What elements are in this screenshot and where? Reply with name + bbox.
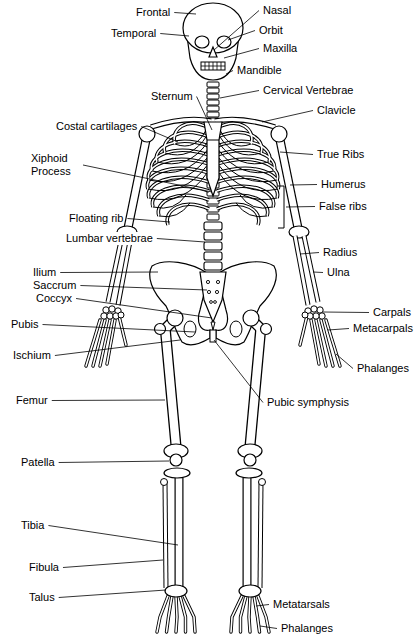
leader-line (59, 461, 169, 463)
bone-label: Mandible (236, 64, 283, 77)
leader-line (313, 272, 323, 274)
bone-label: Metatarsals (272, 598, 331, 611)
leader-line (286, 206, 315, 208)
leader-line (60, 272, 158, 274)
leader-line (83, 165, 212, 192)
bone-label: Talus (28, 591, 56, 604)
sternum (204, 122, 222, 196)
leader-line (52, 400, 165, 402)
bone-label: Frontal (135, 6, 171, 19)
leader-line (228, 31, 255, 41)
leader-line (214, 11, 259, 51)
bone-label: Lumbar vertebrae (65, 232, 154, 245)
leader-line (262, 111, 313, 123)
leader-line (76, 299, 212, 319)
leader-line (300, 253, 319, 255)
bone-label: Femur (15, 394, 49, 407)
bone-label: Carpals (372, 306, 412, 319)
bone-label: Xiphoid Process (30, 152, 80, 178)
bone-label: Ulna (326, 266, 351, 279)
lumbar-spine (204, 222, 222, 270)
leader-line (48, 526, 178, 546)
bone-label: Metacarpals (352, 322, 414, 335)
bone-label: Tibia (20, 519, 45, 532)
leader-line (80, 286, 207, 291)
bone-label: Pubis (10, 318, 40, 331)
leader-line (214, 340, 263, 403)
leader-line (280, 152, 313, 155)
bone-label: Orbit (258, 24, 284, 37)
leader-line (290, 184, 317, 186)
leader-line (63, 560, 163, 568)
leader-line (224, 49, 259, 59)
bone-label: Ischium (12, 349, 52, 362)
false-ribs-bracket (278, 186, 284, 228)
bone-label: Radius (322, 246, 358, 259)
leader-line (197, 97, 212, 131)
leader-line (127, 219, 170, 223)
bone-label: Patella (20, 456, 56, 469)
bone-label: Fibula (28, 561, 60, 574)
bone-label: Floating rib (68, 212, 124, 225)
leader-line (141, 127, 178, 143)
leader-line (174, 13, 196, 15)
bone-label: Pubic symphysis (266, 396, 350, 409)
skeleton-left-half (86, 119, 211, 632)
bone-label: False ribs (318, 200, 368, 213)
bone-label: Humerus (320, 178, 367, 191)
leader-line (160, 34, 189, 37)
sacrum (200, 272, 226, 342)
bone-label: Coccyx (35, 292, 73, 305)
leader-line (59, 590, 166, 598)
leader-line (323, 312, 369, 314)
leader-line (157, 239, 205, 243)
bone-label: Phalanges (280, 622, 334, 635)
leader-line (336, 354, 353, 369)
bone-label: Sternum (150, 90, 194, 103)
bone-label: Cervical Vertebrae (262, 84, 355, 97)
skull (183, 3, 243, 80)
bone-label: True Ribs (316, 148, 365, 161)
bone-label: Clavicle (316, 104, 357, 117)
leader-line (226, 71, 233, 75)
bone-label: Temporal (110, 27, 157, 40)
cervical-spine (207, 82, 219, 117)
leader-line (256, 605, 269, 607)
leader-line (220, 91, 259, 99)
leader-line (43, 325, 195, 333)
leader-line (260, 626, 277, 629)
bone-label: Ilium (32, 266, 57, 279)
bone-label: Maxilla (262, 42, 298, 55)
skeleton-right-half (215, 119, 340, 632)
bone-label: Saccrum (32, 279, 77, 292)
bone-label: Costal cartilages (55, 120, 138, 133)
bone-label: Phalanges (356, 362, 410, 375)
leader-line (328, 329, 349, 331)
leader-line (55, 340, 180, 356)
bone-label: Nasal (262, 4, 292, 17)
